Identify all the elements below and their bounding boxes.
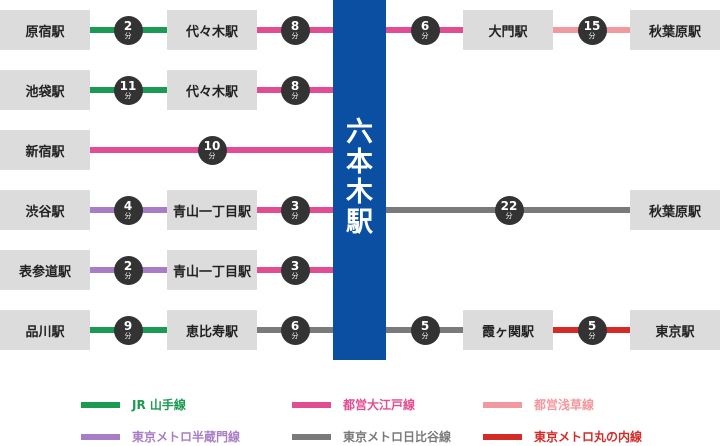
travel-minutes: 10 [203,139,221,153]
legend-label: 都営浅草線 [534,398,595,412]
hub-station-bar [333,0,386,360]
minute-unit: 分 [505,212,513,220]
legend-swatch [483,402,522,408]
transfer-station: 青山一丁目駅 [167,250,257,290]
transfer-station: 恵比寿駅 [167,310,257,350]
origin-station: 表参道駅 [0,250,90,290]
legend-swatch [483,434,522,440]
travel-minutes: 4 [123,199,133,213]
transfer-station: 大門駅 [463,10,553,50]
hub-label-char: 木 [346,177,373,208]
minute-unit: 分 [124,92,132,100]
travel-minutes: 2 [123,259,133,273]
minute-unit: 分 [124,212,132,220]
legend-label: 東京メトロ丸の内線 [534,430,643,444]
travel-minutes: 5 [420,319,430,333]
travel-minutes: 8 [290,79,300,93]
travel-minutes: 8 [290,19,300,33]
legend-label: JR 山手線 [132,398,186,412]
transfer-station: 代々木駅 [167,10,257,50]
hub-label-char: 六 [346,117,373,148]
transfer-station: 青山一丁目駅 [167,190,257,230]
minute-unit: 分 [124,272,132,280]
hub-label-char: 駅 [346,207,373,238]
minute-unit: 分 [291,212,299,220]
minute-unit: 分 [124,332,132,340]
minute-unit: 分 [291,332,299,340]
travel-minutes: 6 [420,19,430,33]
minute-unit: 分 [208,152,216,160]
transfer-station: 霞ヶ関駅 [463,310,553,350]
legend-swatch [292,434,331,440]
travel-minutes: 11 [119,79,137,93]
legend-label: 東京メトロ半蔵門線 [132,430,241,444]
origin-station: 原宿駅 [0,10,90,50]
travel-minutes: 22 [500,199,518,213]
destination-station: 秋葉原駅 [630,190,720,230]
legend-label: 東京メトロ日比谷線 [343,430,452,444]
destination-station: 東京駅 [630,310,720,350]
origin-station: 池袋駅 [0,70,90,110]
origin-station: 渋谷駅 [0,190,90,230]
travel-minutes: 3 [290,199,300,213]
hub-label-char: 本 [346,147,373,178]
minute-unit: 分 [291,92,299,100]
legend-swatch [81,434,120,440]
origin-station: 品川駅 [0,310,90,350]
travel-minutes: 2 [123,19,133,33]
minute-unit: 分 [291,32,299,40]
destination-station: 秋葉原駅 [630,10,720,50]
minute-unit: 分 [588,32,596,40]
travel-minutes: 5 [587,319,597,333]
hub-station-label: 六本木駅 [333,118,386,238]
minute-unit: 分 [421,32,429,40]
legend-label: 都営大江戸線 [343,398,416,412]
travel-minutes: 15 [583,19,601,33]
origin-station: 新宿駅 [0,130,90,170]
legend-swatch [292,402,331,408]
travel-minutes: 6 [290,319,300,333]
minute-unit: 分 [291,272,299,280]
transfer-station: 代々木駅 [167,70,257,110]
travel-minutes: 9 [123,319,133,333]
minute-unit: 分 [588,332,596,340]
travel-minutes: 3 [290,259,300,273]
minute-unit: 分 [124,32,132,40]
legend-swatch [81,402,120,408]
minute-unit: 分 [421,332,429,340]
